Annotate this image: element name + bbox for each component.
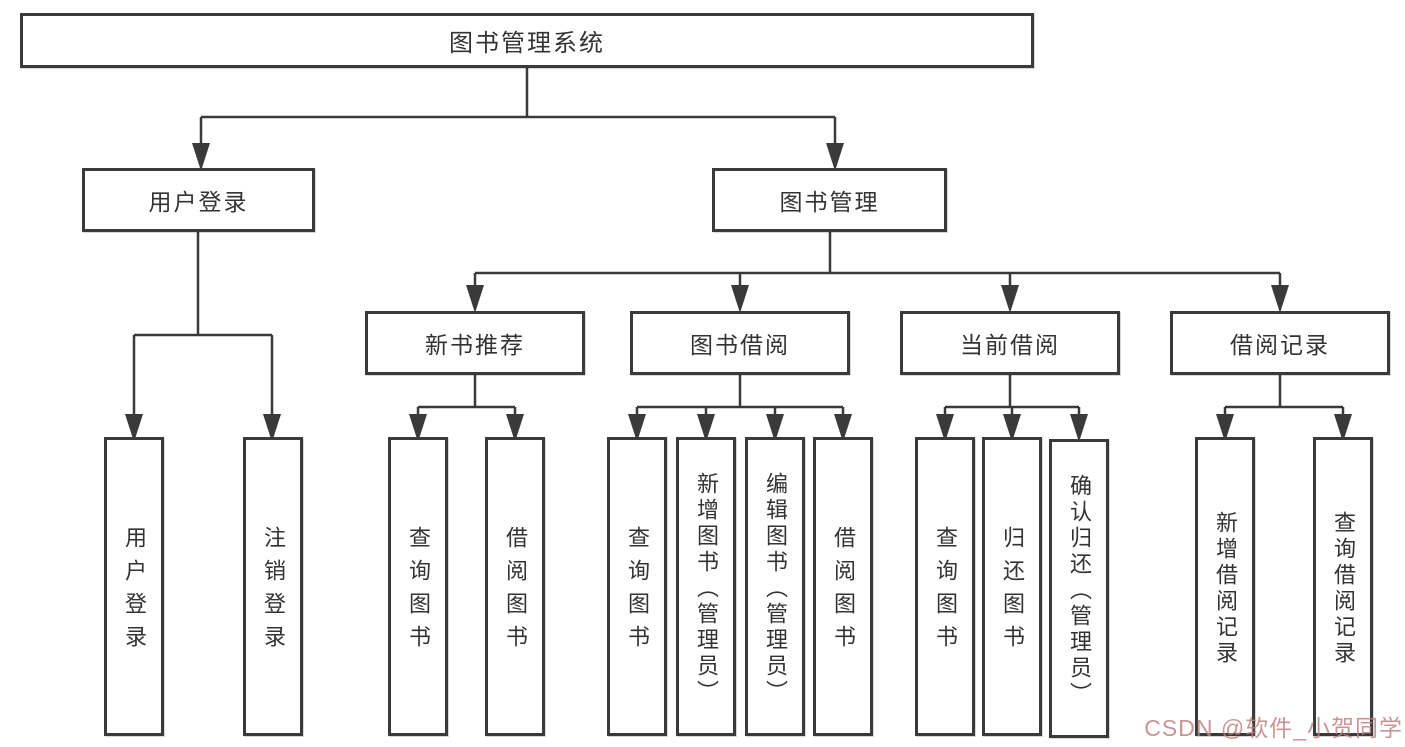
leaf-logout: 注销登录 <box>243 437 303 736</box>
leaf-user-login: 用户登录 <box>104 437 164 736</box>
node-new-book-recommend-label: 新书推荐 <box>425 332 525 358</box>
leaf-borrow-query-books: 查询图书 <box>607 437 667 736</box>
leaf-records-query-record-label: 查询借阅记录 <box>1331 510 1356 667</box>
leaf-recommend-borrow-books-label: 借阅图书 <box>503 526 528 658</box>
leaf-borrow-add-books-admin-label: 新增图书（管理员） <box>694 471 719 706</box>
leaf-recommend-borrow-books: 借阅图书 <box>485 437 545 736</box>
leaf-current-confirm-return-admin-label: 确认归还（管理员） <box>1067 473 1092 708</box>
watermark-text: CSDN @软件_小贺同学 <box>1144 715 1403 741</box>
leaf-records-query-record: 查询借阅记录 <box>1313 437 1373 736</box>
leaf-borrow-edit-books-admin-label: 编辑图书（管理员） <box>763 471 788 706</box>
node-borrowing-records: 借阅记录 <box>1170 311 1390 375</box>
leaf-records-add-record-label: 新增借阅记录 <box>1213 510 1238 667</box>
leaf-borrow-add-books-admin: 新增图书（管理员） <box>676 437 736 736</box>
node-current-borrowing-label: 当前借阅 <box>960 332 1060 358</box>
node-book-management-label: 图书管理 <box>779 189 880 215</box>
leaf-current-return-books-label: 归还图书 <box>1000 526 1025 658</box>
leaf-borrow-borrow-books-label: 借阅图书 <box>831 526 856 658</box>
node-root-label: 图书管理系统 <box>449 30 605 57</box>
node-borrowing-records-label: 借阅记录 <box>1230 332 1330 358</box>
leaf-borrow-query-books-label: 查询图书 <box>625 526 650 658</box>
node-book-borrowing-label: 图书借阅 <box>690 332 790 358</box>
node-user-login: 用户登录 <box>82 168 315 232</box>
node-new-book-recommend: 新书推荐 <box>365 311 585 375</box>
leaf-current-confirm-return-admin: 确认归还（管理员） <box>1049 439 1109 738</box>
leaf-recommend-query-books: 查询图书 <box>388 437 448 736</box>
node-user-login-label: 用户登录 <box>148 189 249 215</box>
leaf-current-query-books-label: 查询图书 <box>933 526 958 658</box>
leaf-borrow-borrow-books: 借阅图书 <box>813 437 873 736</box>
node-root: 图书管理系统 <box>20 13 1034 68</box>
node-current-borrowing: 当前借阅 <box>900 311 1120 375</box>
leaf-recommend-query-books-label: 查询图书 <box>406 526 431 658</box>
leaf-current-query-books: 查询图书 <box>915 437 975 736</box>
leaf-borrow-edit-books-admin: 编辑图书（管理员） <box>745 437 805 736</box>
leaf-logout-label: 注销登录 <box>261 526 286 658</box>
leaf-current-return-books: 归还图书 <box>982 437 1042 736</box>
leaf-user-login-label: 用户登录 <box>122 526 147 658</box>
leaf-records-add-record: 新增借阅记录 <box>1195 437 1255 736</box>
node-book-management: 图书管理 <box>712 168 947 232</box>
node-book-borrowing: 图书借阅 <box>630 311 850 375</box>
